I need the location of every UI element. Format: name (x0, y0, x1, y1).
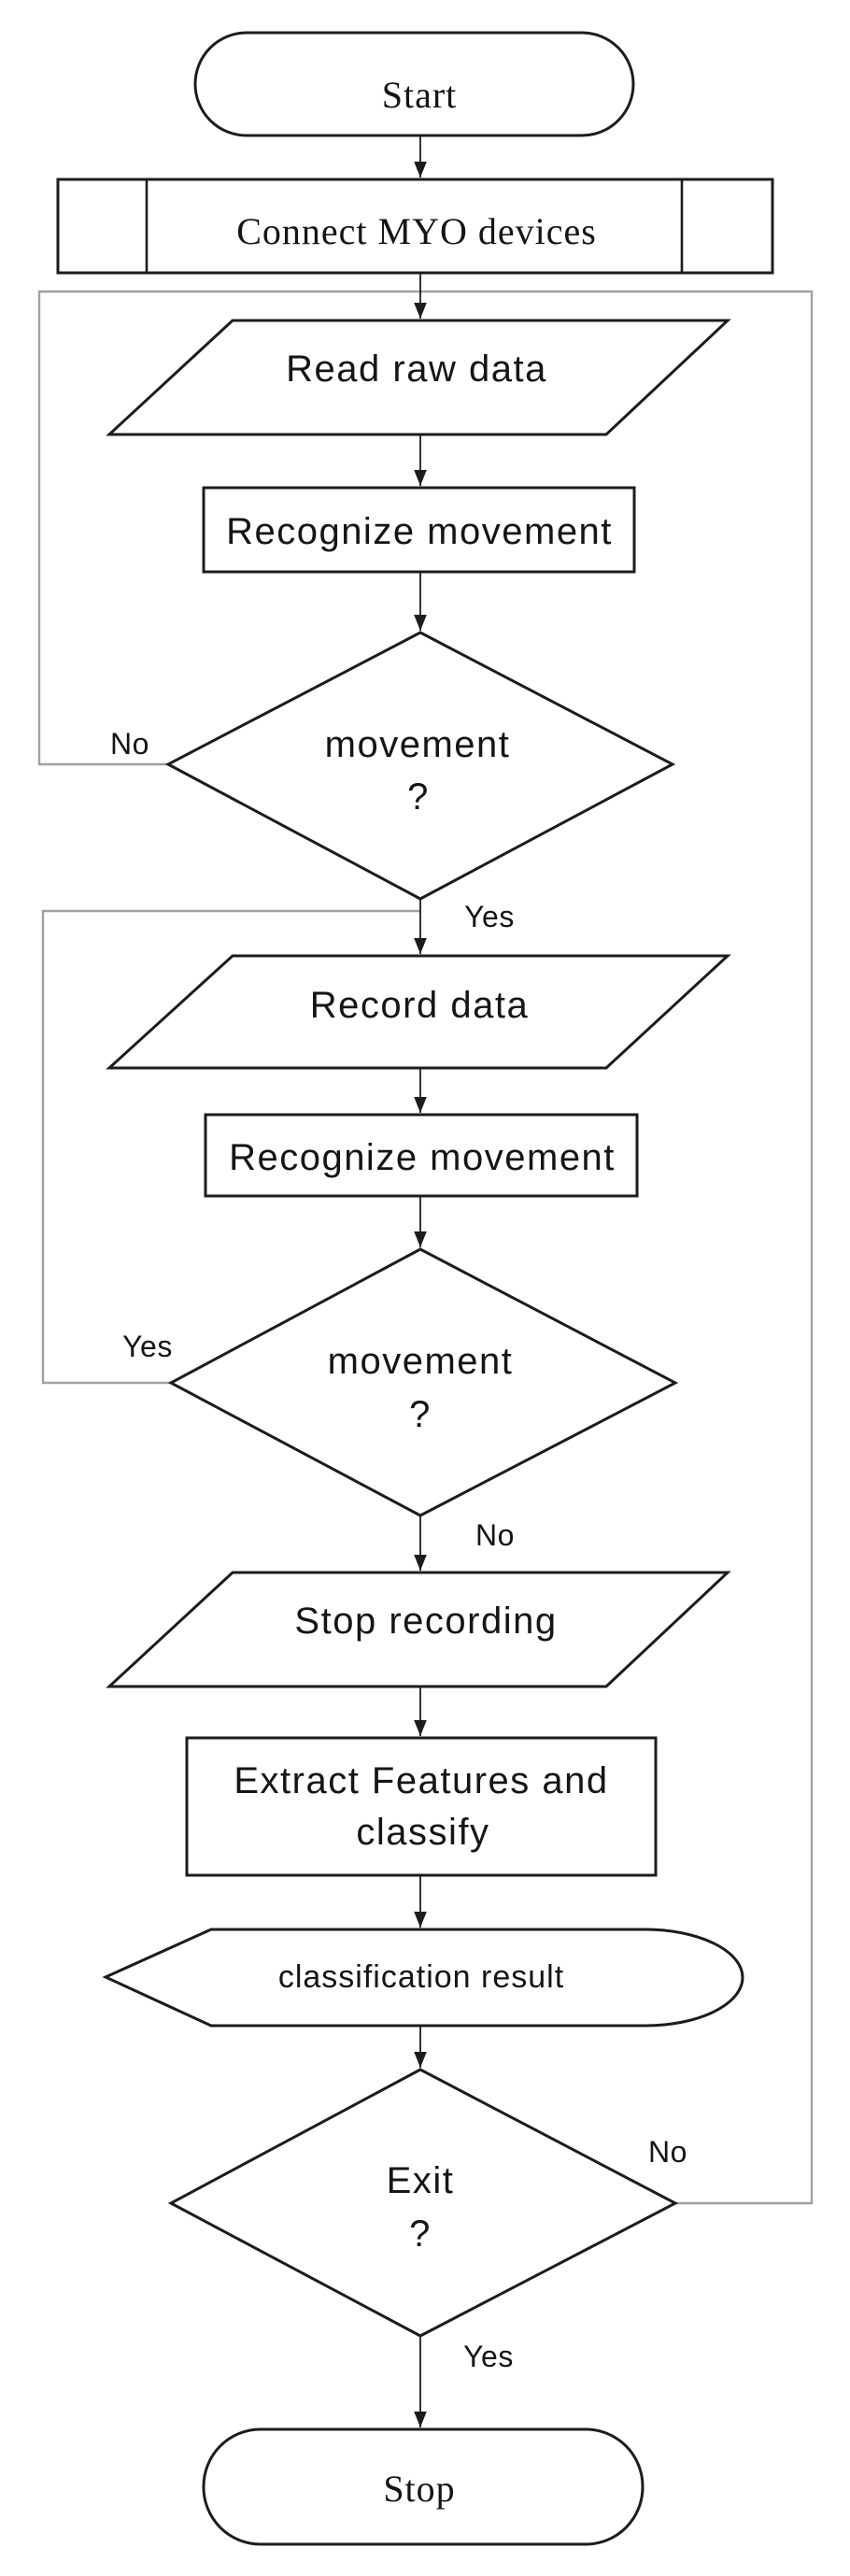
read-raw-data-io-shape (106, 319, 731, 436)
branch-label-movement1-no: No (110, 727, 149, 761)
exit-decision-line2: ? (409, 2213, 432, 2255)
record-data-label: Record data (310, 985, 529, 1026)
start-terminator-shape (193, 31, 635, 137)
node-read-raw-data: Read raw data (106, 319, 731, 436)
branch-label-exit-yes: Yes (463, 2340, 514, 2373)
branch-label-movement2-yes: Yes (122, 1330, 173, 1363)
movement-decision-1-diamond-shape (164, 631, 676, 901)
movement-decision-2-diamond-shape (167, 1247, 679, 1517)
node-recognize-movement-2: Recognize movement (204, 1113, 639, 1198)
node-classification-result: classification result (102, 1928, 744, 2028)
extract-features-process-shape (185, 1736, 658, 1877)
movement-decision-1-line1: movement (325, 724, 511, 765)
node-extract-features: Extract Features and classify (185, 1736, 658, 1877)
movement-decision-2-line1: movement (328, 1341, 514, 1382)
connect-myo-predefined-process-shape (56, 178, 774, 275)
movement-decision-2-line2: ? (409, 1394, 432, 1435)
node-movement-decision-1: movement ? (164, 631, 676, 901)
stop-recording-io-shape (106, 1571, 731, 1688)
node-stop-recording: Stop recording (106, 1571, 731, 1688)
loop-line-no-and-exit-return (37, 290, 814, 2205)
stop-label: Stop (383, 2468, 455, 2510)
node-start: Start (193, 31, 635, 137)
branch-label-exit-no: No (648, 2135, 687, 2169)
classification-result-display-shape (102, 1928, 744, 2028)
exit-decision-diamond-shape (167, 2068, 679, 2338)
exit-decision-line1: Exit (387, 2160, 455, 2201)
recognize-movement-1-label: Recognize movement (226, 511, 613, 552)
recognize-movement-1-process-shape (202, 486, 636, 574)
node-recognize-movement-1: Recognize movement (202, 486, 636, 574)
connect-myo-label: Connect MYO devices (236, 210, 597, 252)
read-raw-data-label: Read raw data (286, 349, 547, 390)
stop-terminator-shape (202, 2427, 645, 2546)
start-label: Start (382, 74, 458, 116)
loop-line-movement2-yes-return (41, 909, 420, 1385)
node-connect-myo-devices: Connect MYO devices (56, 178, 774, 275)
stop-recording-label: Stop recording (294, 1601, 557, 1642)
record-data-io-shape (106, 954, 731, 1070)
extract-features-line2: classify (356, 1812, 489, 1853)
branch-label-movement1-yes: Yes (464, 900, 515, 933)
recognize-movement-2-label: Recognize movement (229, 1137, 616, 1178)
classification-result-label: classification result (278, 1959, 564, 1995)
node-movement-decision-2: movement ? (167, 1247, 679, 1517)
node-stop: Stop (202, 2427, 645, 2546)
node-exit-decision: Exit ? (167, 2068, 679, 2338)
recognize-movement-2-process-shape (204, 1113, 639, 1198)
extract-features-line1: Extract Features and (234, 1760, 608, 1801)
movement-decision-1-line2: ? (407, 776, 430, 818)
branch-label-movement2-no: No (475, 1518, 515, 1552)
node-record-data: Record data (106, 954, 731, 1070)
